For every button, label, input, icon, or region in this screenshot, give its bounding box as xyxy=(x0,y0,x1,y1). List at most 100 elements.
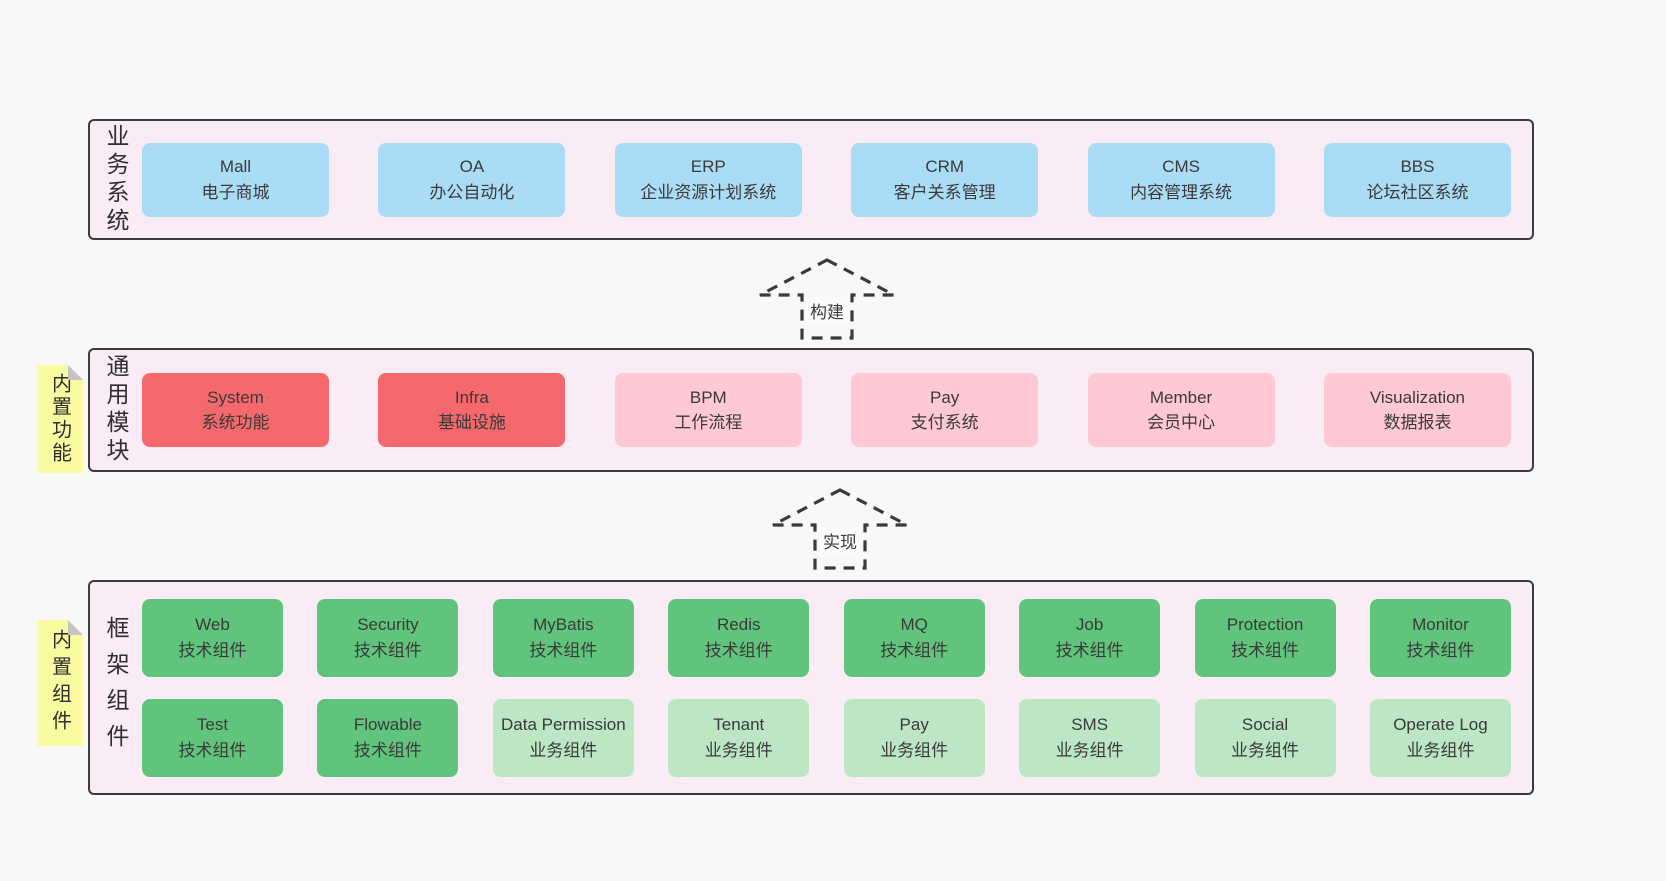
box-subtitle: 技术组件 xyxy=(178,640,247,660)
box-title: ERP xyxy=(690,157,726,176)
box-title: Monitor xyxy=(1412,615,1469,634)
box-title: CRM xyxy=(925,157,965,176)
box-subtitle: 业务组件 xyxy=(1406,740,1475,760)
box-title: MQ xyxy=(900,615,928,634)
box-subtitle: 系统功能 xyxy=(201,413,270,432)
box-subtitle: 技术组件 xyxy=(178,740,247,760)
layer-business-systems: 业务系统 Mall 电子商城 OA 办公自动化 ERP 企业资源计划系统 CRM 客户关系管理… xyxy=(88,119,1534,240)
up-arrow-icon xyxy=(759,258,895,340)
box-title: Infra xyxy=(454,387,489,407)
box-title: BPM xyxy=(689,387,727,407)
box-title: Pay xyxy=(930,387,960,407)
layer-framework-components-label: 框架组件 xyxy=(103,615,129,760)
up-arrow-icon xyxy=(772,488,908,570)
layer-common-modules-label: 通用模块 xyxy=(103,354,129,466)
box-subtitle: 技术组件 xyxy=(353,740,422,760)
build-arrow: 构建 xyxy=(756,257,898,341)
box-title: System xyxy=(207,387,264,407)
box-mq: MQ 技术组件 xyxy=(843,598,985,677)
box-operate-log: Operate Log 业务组件 xyxy=(1369,698,1511,777)
box-title: MyBatis xyxy=(533,615,594,634)
box-subtitle: 电子商城 xyxy=(201,182,270,202)
box-security: Security 技术组件 xyxy=(317,598,459,677)
box-pay: Pay 支付系统 xyxy=(851,373,1039,447)
box-title: Tenant xyxy=(713,715,765,734)
box-visualization: Visualization 数据报表 xyxy=(1323,373,1511,447)
box-subtitle: 技术组件 xyxy=(880,640,949,660)
box-crm: CRM 客户关系管理 xyxy=(851,142,1039,217)
box-infra: Infra 基础设施 xyxy=(378,373,566,447)
box-title: Member xyxy=(1149,387,1213,407)
common-modules-row: System 系统功能 Infra 基础设施 BPM 工作流程 Pay 支付系统 Member 会… xyxy=(142,350,1511,470)
box-subtitle: 业务组件 xyxy=(880,740,949,760)
sticky-note-builtin-features: 内置功能 xyxy=(37,365,83,473)
layer-common-modules: 通用模块 System 系统功能 Infra 基础设施 BPM 工作流程 Pay 支付系统 Me… xyxy=(88,348,1534,472)
box-subtitle: 技术组件 xyxy=(353,640,422,660)
box-subtitle: 企业资源计划系统 xyxy=(640,182,777,202)
box-subtitle: 会员中心 xyxy=(1147,413,1216,432)
box-subtitle: 业务组件 xyxy=(529,740,598,760)
box-member: Member 会员中心 xyxy=(1087,373,1275,447)
box-sms: SMS 业务组件 xyxy=(1019,698,1161,777)
box-data-permission: Data Permission 业务组件 xyxy=(492,698,634,777)
box-title: Social xyxy=(1241,715,1289,734)
box-title: Flowable xyxy=(353,715,422,734)
box-bpm: BPM 工作流程 xyxy=(614,373,802,447)
box-title: CMS xyxy=(1162,157,1200,176)
box-title: OA xyxy=(459,157,485,176)
box-title: SMS xyxy=(1071,715,1109,734)
box-pay: Pay 业务组件 xyxy=(843,698,985,777)
box-cms: CMS 内容管理系统 xyxy=(1087,142,1275,217)
box-monitor: Monitor 技术组件 xyxy=(1369,598,1511,677)
box-title: Visualization xyxy=(1369,387,1466,407)
box-subtitle: 技术组件 xyxy=(1406,640,1475,660)
box-social: Social 业务组件 xyxy=(1194,698,1336,777)
box-subtitle: 工作流程 xyxy=(674,413,743,432)
box-title: Security xyxy=(357,615,419,634)
box-subtitle: 业务组件 xyxy=(704,740,773,760)
box-redis: Redis 技术组件 xyxy=(668,598,810,677)
box-flowable: Flowable 技术组件 xyxy=(317,698,459,777)
box-title: Test xyxy=(196,715,229,734)
box-title: Data Permission xyxy=(500,715,626,734)
box-subtitle: 办公自动化 xyxy=(429,182,515,202)
box-title: BBS xyxy=(1400,157,1435,176)
sticky-note-builtin-components: 内置组件 xyxy=(37,620,83,746)
box-title: Web xyxy=(195,615,230,634)
box-subtitle: 论坛社区系统 xyxy=(1366,182,1469,202)
implement-arrow: 实现 xyxy=(769,487,911,571)
box-test: Test 技术组件 xyxy=(142,698,283,777)
box-subtitle: 业务组件 xyxy=(1055,740,1124,760)
box-title: Job xyxy=(1075,615,1104,634)
box-title: Pay xyxy=(899,715,929,734)
box-subtitle: 内容管理系统 xyxy=(1130,182,1233,202)
box-subtitle: 技术组件 xyxy=(529,640,598,660)
box-mybatis: MyBatis 技术组件 xyxy=(492,598,634,677)
business-systems-row: Mall 电子商城 OA 办公自动化 ERP 企业资源计划系统 CRM 客户关系管理 CMS 内容… xyxy=(142,121,1511,238)
box-subtitle: 基础设施 xyxy=(437,413,506,432)
box-subtitle: 数据报表 xyxy=(1383,413,1452,432)
box-web: Web 技术组件 xyxy=(142,598,283,677)
box-mall: Mall 电子商城 xyxy=(142,142,329,217)
build-arrow-label: 构建 xyxy=(806,297,848,324)
implement-arrow-label: 实现 xyxy=(819,527,861,554)
box-subtitle: 技术组件 xyxy=(704,640,773,660)
box-subtitle: 客户关系管理 xyxy=(893,182,996,202)
box-subtitle: 支付系统 xyxy=(910,413,979,432)
box-tenant: Tenant 业务组件 xyxy=(668,698,810,777)
box-erp: ERP 企业资源计划系统 xyxy=(614,142,802,217)
box-title: Operate Log xyxy=(1393,715,1488,734)
box-bbs: BBS 论坛社区系统 xyxy=(1323,142,1511,217)
box-title: Mall xyxy=(219,157,252,176)
box-oa: OA 办公自动化 xyxy=(378,142,566,217)
box-title: Redis xyxy=(717,615,761,634)
box-title: Protection xyxy=(1226,615,1304,634)
layer-business-systems-label: 业务系统 xyxy=(103,123,129,236)
box-subtitle: 业务组件 xyxy=(1231,740,1300,760)
